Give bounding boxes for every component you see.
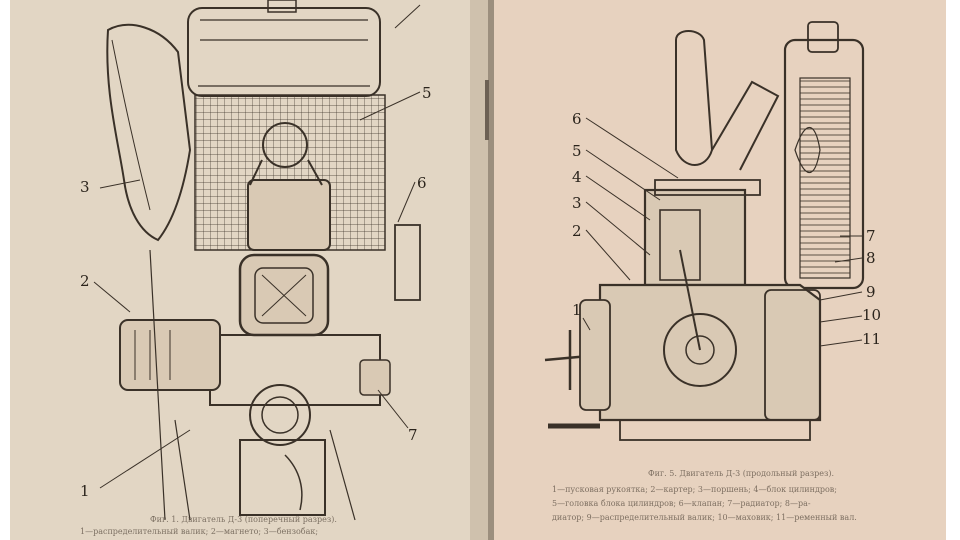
callout-right-9: 9: [866, 283, 876, 301]
callout-left-1: 1: [80, 482, 90, 500]
callout-right-1: 1: [572, 301, 582, 319]
callout-right-10: 10: [862, 306, 881, 324]
callout-right-2: 2: [572, 222, 582, 240]
right-leader-lines: [582, 117, 863, 347]
callout-left-2: 2: [80, 272, 90, 290]
callout-right-8: 8: [866, 249, 876, 267]
left-callouts: 3 2 1 5 6 7: [80, 84, 432, 500]
right-caption-line-3: 5—головка блока цилиндров; 6—клапан; 7—р…: [552, 499, 811, 508]
engine-longitudinal-section-drawing: [544, 21, 865, 441]
callout-left-7: 7: [408, 426, 418, 444]
callout-left-3: 3: [80, 178, 90, 196]
callout-right-3: 3: [572, 194, 582, 212]
left-page: 3 2 1 5 6 7 Фиг. 1. Двигатель Д-3 (попер…: [10, 0, 488, 540]
engine-cross-section-drawing: [106, 0, 421, 521]
callout-right-6: 6: [572, 110, 582, 128]
callout-right-7: 7: [866, 227, 876, 245]
left-caption: Фиг. 1. Двигатель Д-3 (поперечный разрез…: [80, 515, 337, 536]
right-caption-line-1: Фиг. 5. Двигатель Д-3 (продольный разрез…: [648, 469, 834, 478]
callout-right-5: 5: [572, 142, 582, 160]
callout-right-4: 4: [572, 168, 582, 186]
callout-left-5: 5: [422, 84, 432, 102]
left-leader-lines: [93, 4, 421, 489]
book-gutter: [488, 0, 494, 540]
right-caption-line-2: 1—пусковая рукоятка; 2—картер; 3—поршень…: [552, 485, 837, 494]
callout-left-6: 6: [417, 174, 427, 192]
left-caption-line-1: Фиг. 1. Двигатель Д-3 (поперечный разрез…: [150, 515, 337, 524]
callout-right-11: 11: [862, 330, 881, 348]
right-page: 6 5 4 3 2 1 7 8 9 10 11 Фиг. 5. Двигател…: [494, 0, 946, 540]
right-callouts: 6 5 4 3 2 1 7 8 9 10 11: [572, 110, 881, 348]
right-caption: Фиг. 5. Двигатель Д-3 (продольный разрез…: [552, 469, 857, 522]
right-caption-line-4: диатор; 9—распределительный валик; 10—ма…: [552, 513, 857, 522]
left-caption-line-2: 1—распределительный валик; 2—магнето; 3—…: [80, 527, 318, 536]
